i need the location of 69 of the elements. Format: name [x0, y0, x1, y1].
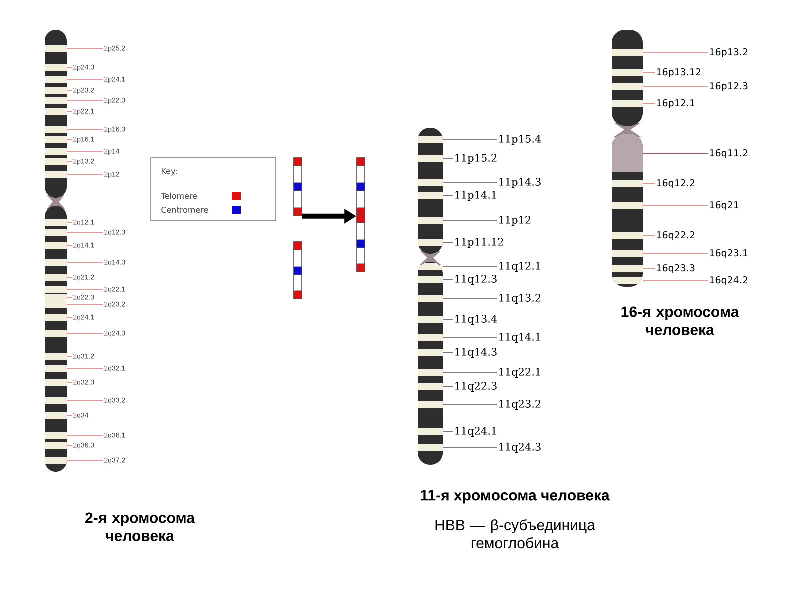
- leader-line: [642, 52, 708, 54]
- leader-line: [66, 48, 104, 50]
- leader-line: [66, 262, 104, 264]
- band-label: 11q24.3: [500, 443, 541, 453]
- leader-line: [442, 386, 454, 388]
- band-label: 11p15.2: [456, 154, 497, 164]
- band-label: 16q11.2: [710, 149, 748, 159]
- leader-line: [66, 90, 72, 92]
- leader-line: [642, 86, 708, 88]
- band-label: 11q14.3: [456, 348, 497, 358]
- leader-line: [442, 404, 498, 406]
- leader-line: [66, 400, 104, 402]
- chromosome-caption: 16-я хромосома человека: [622, 306, 740, 336]
- leader-line: [66, 304, 104, 306]
- leader-line: [66, 100, 104, 102]
- chromosome-bar: [356, 158, 366, 272]
- chromosome-drawing: [418, 128, 443, 465]
- band-label: 16p13.2: [710, 48, 748, 58]
- chromosome-drawing: [45, 30, 67, 472]
- leader-line: [642, 268, 656, 270]
- band-label: 16q12.2: [657, 179, 695, 189]
- chromosome-bar: [294, 242, 302, 300]
- leader-line: [442, 158, 454, 160]
- leader-line: [442, 298, 498, 300]
- leader-line: [442, 352, 454, 354]
- band-label: 11p14.3: [500, 178, 541, 188]
- band-label: 11q12.3: [456, 275, 497, 285]
- leader-line: [642, 280, 708, 282]
- legend-text: Centromere: [162, 206, 208, 214]
- chromosome-drawing: [612, 30, 643, 287]
- band-label: 16q22.2: [657, 231, 695, 241]
- leader-line: [442, 182, 498, 184]
- band-label: 16q24.2: [710, 276, 748, 286]
- band-label: 11q13.4: [456, 315, 498, 325]
- chromosome-caption: 11-я хромосома человека: [421, 490, 610, 504]
- leader-line: [66, 232, 104, 234]
- leader-line: [642, 72, 656, 74]
- band-label: 11q24.1: [456, 427, 496, 437]
- band-label: 11p12: [500, 216, 531, 226]
- band-label: 11p15.4: [500, 135, 542, 145]
- band-label: 16p12.3: [710, 82, 748, 92]
- leader-line: [66, 368, 104, 370]
- leader-line: [66, 356, 72, 358]
- band-label: 16q21: [710, 201, 739, 211]
- leader-line: [442, 242, 454, 244]
- leader-line: [66, 382, 72, 384]
- legend-text: Telomere: [161, 192, 198, 200]
- caption-text: HBB — β-субъединица гемоглобина: [436, 519, 596, 549]
- band-label: 11q13.2: [500, 294, 541, 304]
- chromosome-bar: [294, 158, 302, 216]
- band-label: 16q23.1: [710, 249, 748, 259]
- leader-line: [66, 174, 104, 176]
- chromosome-caption: 2-я хромосома человека: [86, 512, 196, 542]
- leader-line: [442, 220, 498, 222]
- band-label: 16p13.12: [657, 68, 701, 78]
- band-label: 11p14.1: [456, 191, 496, 201]
- leader-line: [66, 222, 72, 224]
- leader-line: [442, 266, 498, 268]
- band-label: 11q12.1: [500, 262, 540, 272]
- leader-line: [442, 372, 498, 374]
- leader-line: [66, 460, 104, 462]
- band-label: 16p12.1: [657, 99, 695, 109]
- band-label: 11q14.1: [500, 333, 540, 343]
- band-label: 11q23.2: [500, 400, 541, 410]
- band-label: 11q22.1: [500, 368, 540, 378]
- legend-title: Key:: [162, 168, 177, 176]
- band-label: 11q22.3: [456, 382, 497, 392]
- band-label: 16q23.3: [657, 264, 695, 274]
- band-label: 11p11.12: [456, 238, 504, 248]
